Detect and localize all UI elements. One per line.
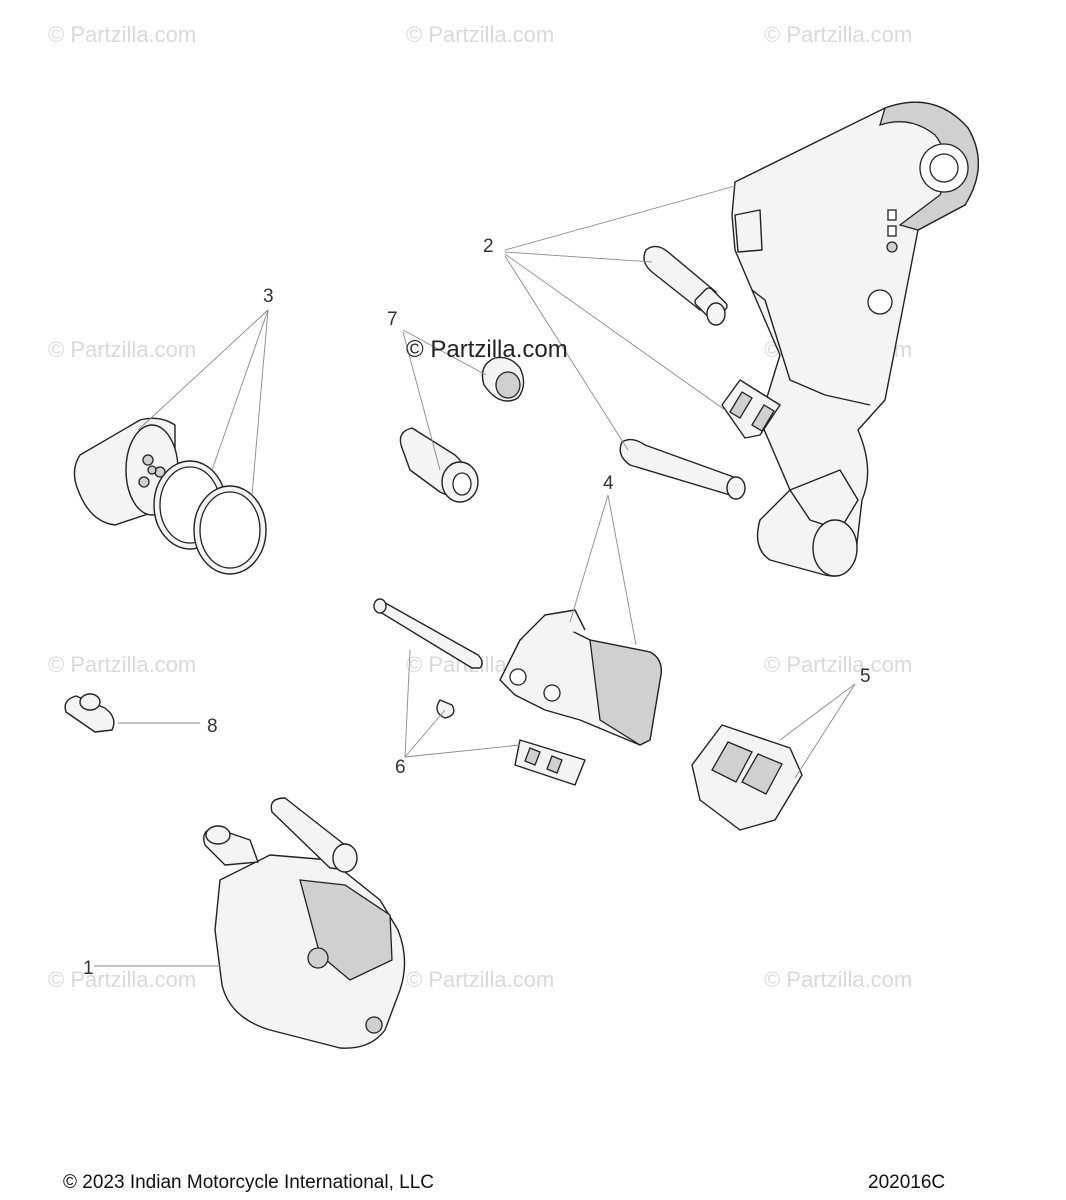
- callout-7: 7: [387, 309, 398, 330]
- watermark: © Partzilla.com: [764, 22, 912, 47]
- caliper-assembly-illustration: [203, 797, 406, 1049]
- callout-6: 6: [395, 757, 406, 778]
- watermark: © Partzilla.com: [48, 967, 196, 992]
- callout-2: 2: [483, 236, 494, 257]
- bracket-clip: [721, 379, 781, 439]
- watermark: © Partzilla.com: [48, 337, 196, 362]
- callout-labels: 1 2 3 4 5 6 7 8: [83, 236, 871, 979]
- callout-1: 1: [83, 958, 94, 979]
- callout-5: 5: [860, 666, 871, 687]
- bracket-pin-upper: [643, 245, 728, 326]
- watermark: © Partzilla.com: [48, 652, 196, 677]
- watermark: © Partzilla.com: [764, 652, 912, 677]
- piston-and-seals-illustration: [73, 417, 267, 575]
- watermark: © Partzilla.com: [406, 967, 554, 992]
- callout-4: 4: [603, 473, 614, 494]
- watermark: © Partzilla.com: [764, 967, 912, 992]
- brake-pads-illustration: [499, 609, 662, 746]
- watermark: © Partzilla.com: [48, 22, 196, 47]
- pad-spring-small-illustration: [514, 739, 586, 786]
- slide-pin-boot-illustration: [399, 356, 525, 503]
- caliper-bracket-illustration: [731, 101, 979, 577]
- callout-8: 8: [207, 716, 218, 737]
- pad-clip-illustration: [436, 699, 455, 719]
- bleeder-screw-illustration: [64, 693, 115, 733]
- leader-lines: [94, 185, 856, 967]
- copyright-text: © 2023 Indian Motorcycle International, …: [63, 1172, 434, 1193]
- callout-3: 3: [263, 286, 274, 307]
- center-watermark: © Partzilla.com: [406, 336, 568, 363]
- watermark: © Partzilla.com: [406, 22, 554, 47]
- bracket-pin-lower: [619, 438, 746, 500]
- pad-spring-illustration: [691, 724, 803, 831]
- diagram-id: 202016C: [868, 1172, 946, 1193]
- pad-pin-illustration: [373, 598, 483, 669]
